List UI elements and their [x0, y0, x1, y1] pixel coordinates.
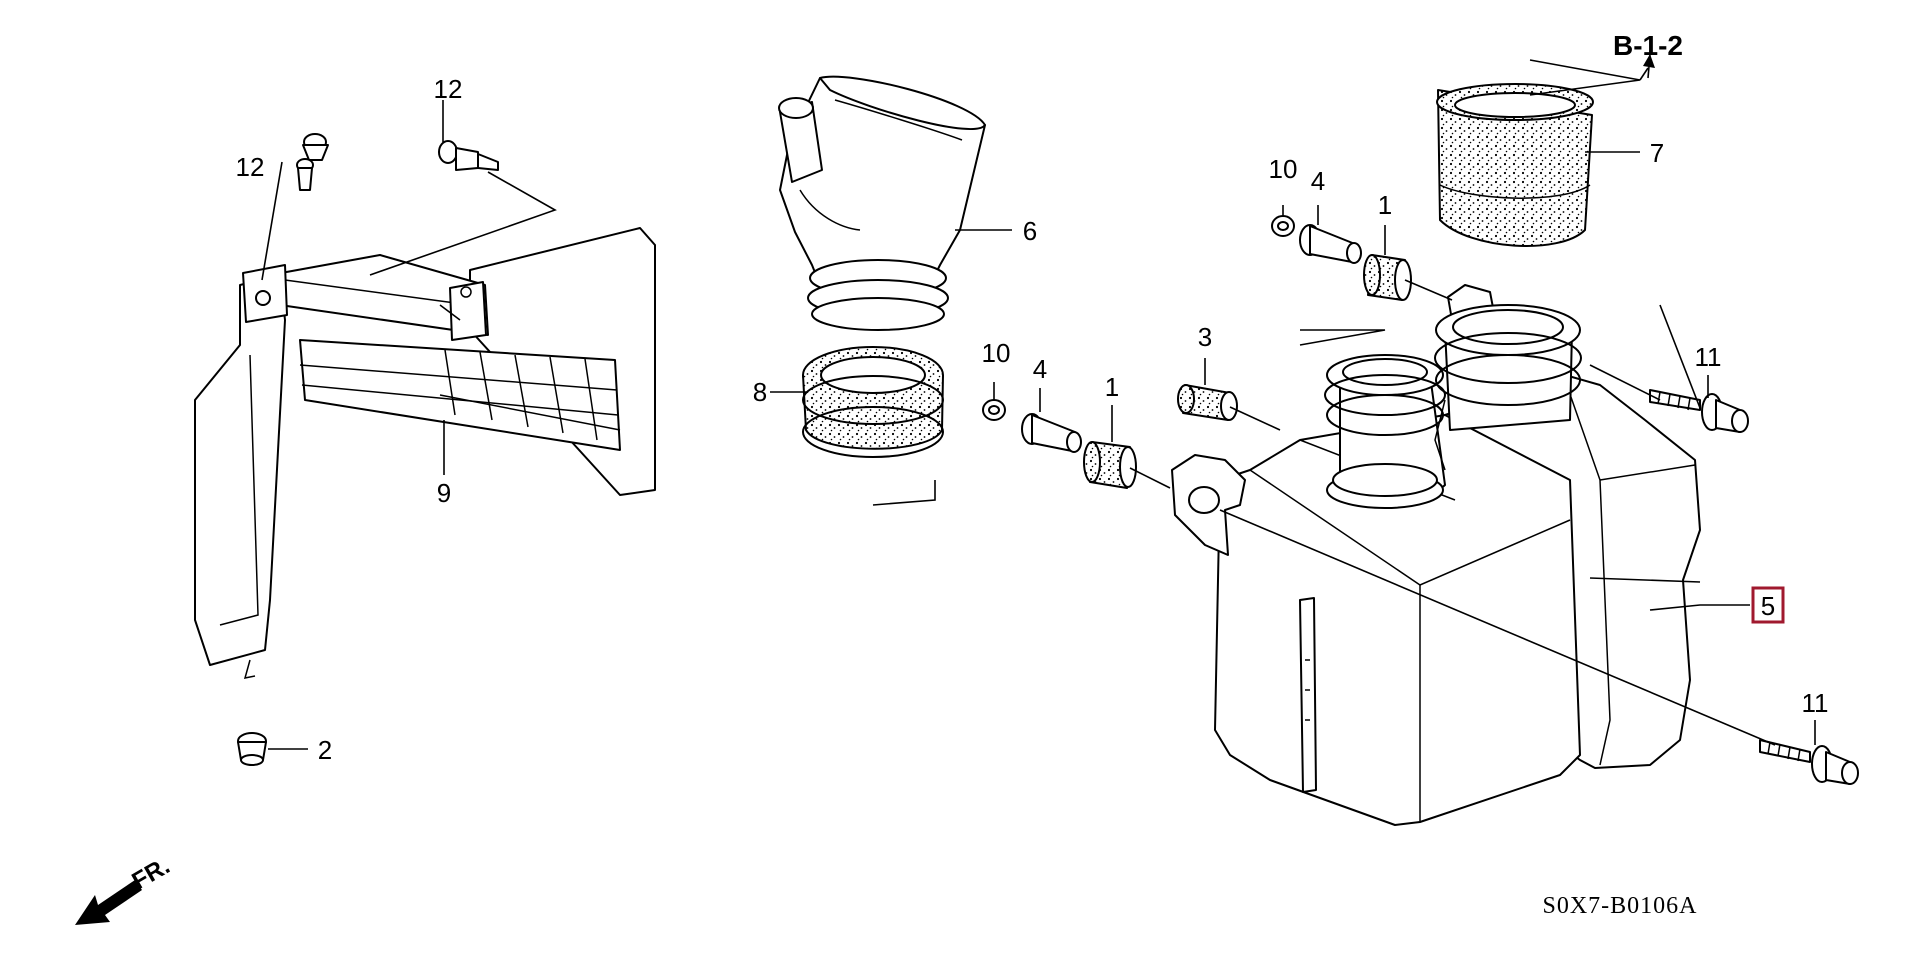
- callout-2[interactable]: 2: [318, 735, 332, 765]
- callout-6[interactable]: 6: [1023, 216, 1037, 246]
- callout-10-lower[interactable]: 10: [982, 338, 1011, 368]
- clip-part-12-right[interactable]: [438, 140, 499, 171]
- callout-11-lower[interactable]: 11: [1802, 688, 1829, 718]
- washer-part-10-upper[interactable]: [1271, 215, 1295, 237]
- bolt-part-11-lower[interactable]: [1759, 739, 1859, 785]
- intake-duct-part-6[interactable]: [778, 75, 986, 331]
- grommet-part-2[interactable]: [237, 732, 267, 766]
- callout-3[interactable]: 3: [1198, 322, 1212, 352]
- callout-4-upper[interactable]: 4: [1311, 166, 1325, 196]
- reference-link-b-1-2[interactable]: B-1-2: [1613, 30, 1683, 61]
- callout-1-upper[interactable]: 1: [1378, 190, 1392, 220]
- callout-11-upper[interactable]: 11: [1695, 342, 1722, 372]
- seal-part-8[interactable]: [802, 346, 944, 458]
- washer-part-10-lower[interactable]: [982, 399, 1006, 421]
- callout-12-left[interactable]: 12: [236, 152, 265, 182]
- callout-labels: 12 12 9 2 6 8 7 10 4 1 10 4 1 3 11 11 5: [236, 74, 1829, 765]
- grommet-part-3[interactable]: [1177, 384, 1238, 421]
- callout-5[interactable]: 5: [1761, 591, 1775, 621]
- diagram-code: S0X7-B0106A: [1542, 893, 1697, 919]
- callout-9[interactable]: 9: [437, 478, 451, 508]
- air-guide-part-9[interactable]: [194, 227, 656, 679]
- callout-10-upper[interactable]: 10: [1269, 154, 1298, 184]
- collar-part-4-lower[interactable]: [1021, 413, 1082, 453]
- leader-lines: [261, 54, 1816, 750]
- callout-5-highlight-box[interactable]: [1751, 586, 1785, 624]
- grommet-part-1-lower[interactable]: [1083, 441, 1137, 489]
- front-arrow-icon: [75, 880, 142, 925]
- callout-7[interactable]: 7: [1650, 138, 1664, 168]
- callout-8[interactable]: 8: [753, 377, 767, 407]
- clip-part-12-left[interactable]: [296, 133, 329, 191]
- grommet-part-1-upper[interactable]: [1363, 254, 1412, 301]
- inlet-seal-part-7[interactable]: [1436, 83, 1594, 247]
- collar-part-4-upper[interactable]: [1299, 224, 1362, 264]
- front-direction-indicator: FR.: [75, 852, 174, 925]
- bolt-part-11-upper[interactable]: [1649, 389, 1749, 433]
- callout-1-lower[interactable]: 1: [1105, 372, 1119, 402]
- callout-4-lower[interactable]: 4: [1033, 354, 1047, 384]
- resonator-chamber-part-5[interactable]: [1171, 284, 1701, 826]
- callout-12-upper[interactable]: 12: [434, 74, 463, 104]
